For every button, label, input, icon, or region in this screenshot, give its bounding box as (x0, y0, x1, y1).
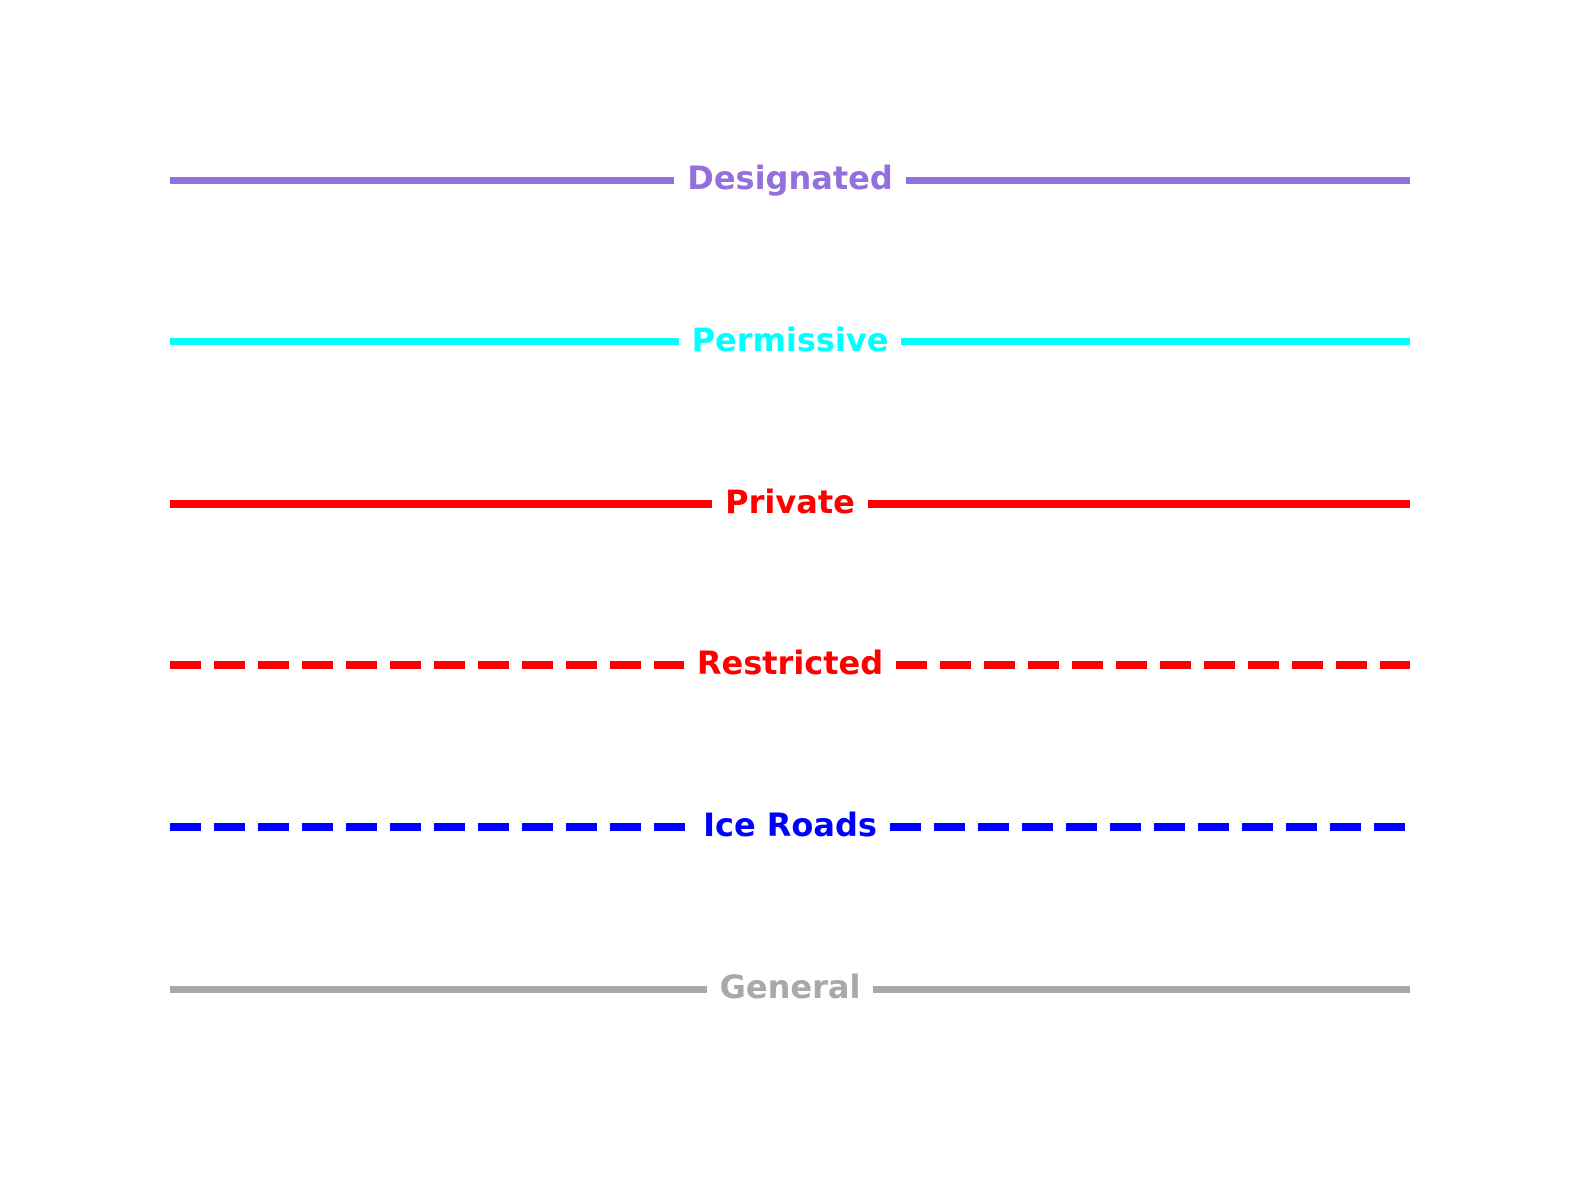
road-line-right-segment (901, 338, 1410, 346)
road-line-left-segment (170, 661, 684, 670)
road-line-left-segment (170, 985, 707, 993)
road-line-right-segment (867, 499, 1410, 508)
road-type-label: Designated (687, 159, 893, 197)
road-line-left-segment (170, 176, 675, 184)
road-line-right-segment (896, 661, 1410, 670)
road-type-label: General (719, 968, 861, 1006)
legend-row-restricted: Restricted (170, 645, 1410, 685)
road-type-label: Restricted (696, 644, 884, 683)
road-line-right-segment (873, 985, 1411, 993)
legend-row-ice-roads: Ice Roads (170, 806, 1411, 847)
legend-row-private: Private (170, 484, 1410, 524)
road-line-left-segment (170, 338, 679, 346)
legend-row-general: General (170, 968, 1411, 1009)
road-type-label: Ice Roads (703, 806, 877, 845)
road-line-left-segment (170, 499, 713, 508)
legend-row-designated: Designated (170, 160, 1410, 200)
road-type-label: Permissive (691, 320, 889, 359)
road-line-left-segment (170, 823, 691, 832)
road-line-right-segment (889, 823, 1411, 832)
legend-row-permissive: Permissive (170, 322, 1410, 362)
road-line-right-segment (905, 176, 1410, 184)
road-type-label: Private (725, 482, 855, 521)
